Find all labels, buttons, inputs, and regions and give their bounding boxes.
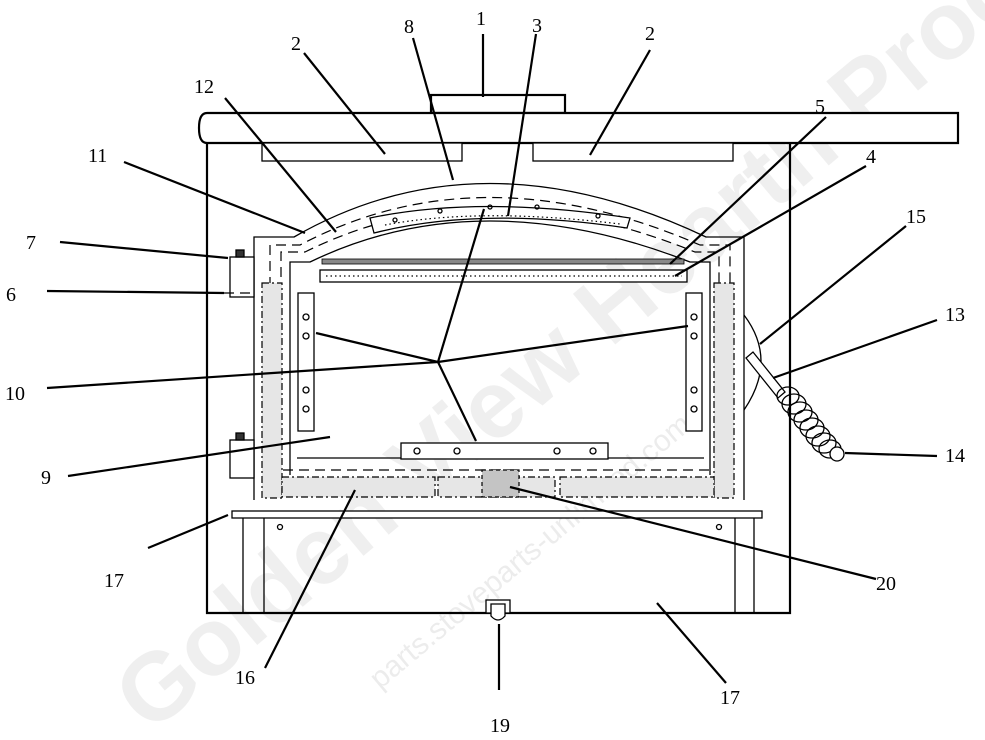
callout-1: 1 [476, 8, 486, 30]
gray-bar-5 [321, 258, 685, 265]
flue-collar [429, 93, 567, 115]
callout-14: 14 [945, 445, 965, 467]
callout-17-left: 17 [104, 570, 124, 592]
callout-11: 11 [88, 145, 107, 167]
callout-10: 10 [5, 383, 25, 405]
top-baffle-left [261, 142, 463, 162]
bottom-panel-3 [559, 476, 715, 498]
top-baffle-right [532, 142, 734, 162]
hinge-top-pin [235, 249, 245, 258]
baffle-3 [369, 205, 631, 234]
arch-dash-1 [269, 197, 731, 495]
callout-2-left: 2 [291, 33, 301, 55]
air-tube-4 [319, 269, 688, 283]
ash-lip [231, 510, 763, 519]
callout-5: 5 [815, 96, 825, 118]
left-panel [261, 282, 283, 499]
hinge-bottom [229, 439, 255, 479]
leader-lines [46, 33, 938, 690]
callout-20: 20 [876, 573, 896, 595]
retainer-left [297, 292, 315, 432]
top-plate [197, 111, 960, 145]
door-handle[interactable] [745, 351, 845, 462]
stove-body [197, 93, 960, 621]
callout-2-right: 2 [645, 23, 655, 45]
callout-4: 4 [866, 146, 876, 168]
callout-15: 15 [906, 206, 926, 228]
callout-6: 6 [6, 284, 16, 306]
right-panel [713, 282, 735, 499]
arch-inner [289, 220, 711, 475]
hinge-bottom-pin [235, 432, 245, 441]
ash-legs [242, 518, 755, 613]
callout-3: 3 [532, 15, 542, 37]
callout-12: 12 [194, 76, 214, 98]
retainer-bottom [400, 442, 609, 460]
callout-7: 7 [26, 232, 36, 254]
callout-16: 16 [235, 667, 255, 689]
center-block-20 [481, 469, 520, 498]
callout-19: 19 [490, 715, 510, 737]
hinge-top [229, 256, 255, 298]
arch-outer [253, 182, 745, 500]
callout-labels: 1 2 2 3 4 5 6 7 8 9 10 11 12 13 14 15 16… [5, 8, 965, 737]
bottom-panel-1 [281, 476, 436, 498]
callout-8: 8 [404, 16, 414, 38]
callout-13: 13 [945, 304, 965, 326]
callout-17-right: 17 [720, 687, 740, 709]
retainer-right [685, 292, 703, 432]
callout-9: 9 [41, 467, 51, 489]
